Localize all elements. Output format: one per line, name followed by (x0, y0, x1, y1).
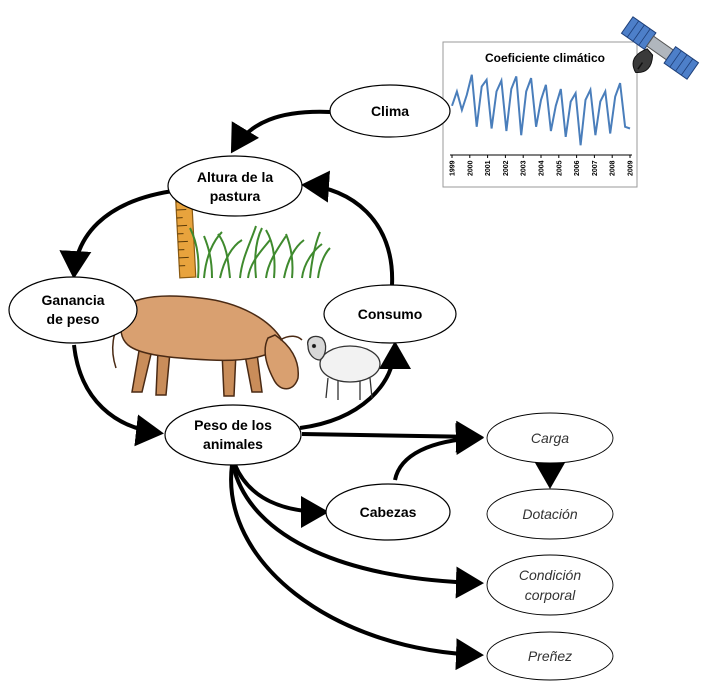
node-consumo: Consumo (323, 284, 457, 344)
node-ganancia-label-line2: de peso (47, 311, 100, 327)
node-altura-pastura: Altura de la pastura (167, 155, 303, 217)
chart-x-tick-label: 2007 (592, 160, 599, 176)
node-prenez-label: Preñez (528, 648, 572, 664)
arrow-altura-to-ganancia (59, 188, 181, 279)
chart-x-tick-label: 2003 (521, 160, 528, 176)
chart-x-ticks: 1999 2000 2001 2002 2003 2004 2005 2006 2007 2008… (450, 155, 635, 176)
outgoing-arrows (229, 420, 566, 671)
node-carga-label: Carga (531, 430, 569, 446)
chart-x-tick-label: 2008 (610, 160, 617, 176)
chart-title: Coeficiente climático (485, 51, 605, 65)
arrow-cabezas-to-carga (393, 422, 484, 481)
arrow-consumo-to-altura (301, 170, 395, 286)
node-condicion-label-line2: corporal (525, 587, 576, 603)
node-condicion-label-line1: Condición (519, 567, 581, 583)
node-ganancia-label-line1: Ganancia (41, 292, 104, 308)
grass-icon (189, 225, 331, 279)
sheep-icon (307, 335, 381, 400)
node-dotacion-label: Dotación (522, 506, 577, 522)
node-cabezas: Cabezas (325, 483, 451, 541)
arrow-peso-to-cabezas (233, 464, 329, 528)
node-clima-label: Clima (371, 103, 409, 119)
cow-icon (111, 295, 303, 397)
chart-series-line (451, 74, 631, 146)
climate-chart: Coeficiente climático 1999 2000 2001 2002 20… (442, 41, 638, 188)
chart-x-tick-label: 2000 (467, 160, 474, 176)
arrow-peso-to-carga (301, 420, 484, 453)
node-clima: Clima (329, 84, 451, 138)
node-peso-label-line2: animales (203, 436, 263, 452)
node-condicion-corporal: Condición corporal (486, 554, 614, 616)
chart-x-tick-label: 1999 (450, 160, 457, 176)
node-dotacion: Dotación (486, 488, 614, 540)
arrow-peso-to-prenez (229, 464, 484, 671)
node-peso-animales: Peso de los animales (164, 404, 302, 466)
chart-x-tick-label: 2006 (574, 160, 581, 176)
chart-x-tick-label: 2002 (503, 160, 510, 176)
node-peso-label-line1: Peso de los (194, 417, 272, 433)
node-altura-label-line1: Altura de la (197, 169, 273, 185)
arrow-peso-to-consumo (299, 341, 411, 430)
node-prenez: Preñez (486, 631, 614, 681)
chart-x-tick-label: 2005 (556, 160, 563, 176)
node-altura-label-line2: pastura (210, 188, 261, 204)
arrow-peso-to-condicion (231, 464, 484, 599)
chart-x-tick-label: 2004 (539, 160, 546, 176)
node-carga: Carga (486, 412, 614, 464)
cycle-arrows (59, 109, 411, 447)
node-cabezas-label: Cabezas (360, 504, 417, 520)
satellite-icon (620, 16, 700, 80)
node-consumo-label: Consumo (358, 306, 423, 322)
arrow-clima-to-altura (230, 109, 331, 154)
node-ganancia-peso: Ganancia de peso (8, 276, 138, 344)
chart-x-tick-label: 2001 (485, 160, 492, 176)
chart-x-tick-label: 2009 (628, 160, 635, 176)
arrow-ganancia-to-peso (72, 344, 164, 447)
